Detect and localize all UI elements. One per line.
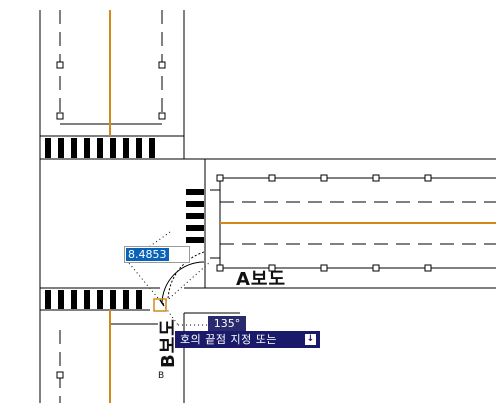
grip-point[interactable]	[372, 174, 380, 182]
dimension-input-value[interactable]: 8.4853	[126, 248, 169, 261]
grip-point[interactable]	[216, 264, 224, 272]
down-arrow-icon[interactable]: ↓	[305, 334, 316, 345]
grip-point[interactable]	[56, 371, 64, 379]
angle-guide	[162, 261, 211, 305]
arc-guide	[167, 251, 205, 301]
command-prompt-tooltip[interactable]: 호의 끝점 지정 또는 ↓	[175, 331, 320, 348]
dimension-input-box[interactable]: 8.4853	[124, 246, 190, 263]
arc-preview	[161, 261, 205, 305]
dimension-guide	[127, 231, 171, 263]
grip-point[interactable]	[268, 264, 276, 272]
endpoint-snap-marker	[153, 298, 167, 312]
grip-point[interactable]	[216, 174, 224, 182]
grip-point[interactable]	[424, 264, 432, 272]
crosswalk-right	[186, 189, 204, 243]
cursor-cross	[159, 299, 165, 307]
command-prompt-text: 호의 끝점 지정 또는	[180, 333, 277, 346]
grip-point[interactable]	[320, 264, 328, 272]
sidewalk-label-a: A보도	[236, 269, 287, 290]
crosswalk-top	[45, 138, 155, 158]
grip-point[interactable]	[268, 174, 276, 182]
grip-point[interactable]	[158, 61, 166, 69]
grip-point[interactable]	[158, 112, 166, 120]
grip-point[interactable]	[372, 264, 380, 272]
grip-point[interactable]	[56, 61, 64, 69]
grip-point[interactable]	[320, 174, 328, 182]
grip-point[interactable]	[424, 174, 432, 182]
dimension-guide	[127, 261, 164, 305]
sidewalk-label-b-mark: B	[158, 371, 165, 381]
crosswalk-bottom	[45, 290, 142, 309]
grip-point[interactable]	[56, 112, 64, 120]
angle-tooltip: 135°	[208, 316, 246, 331]
